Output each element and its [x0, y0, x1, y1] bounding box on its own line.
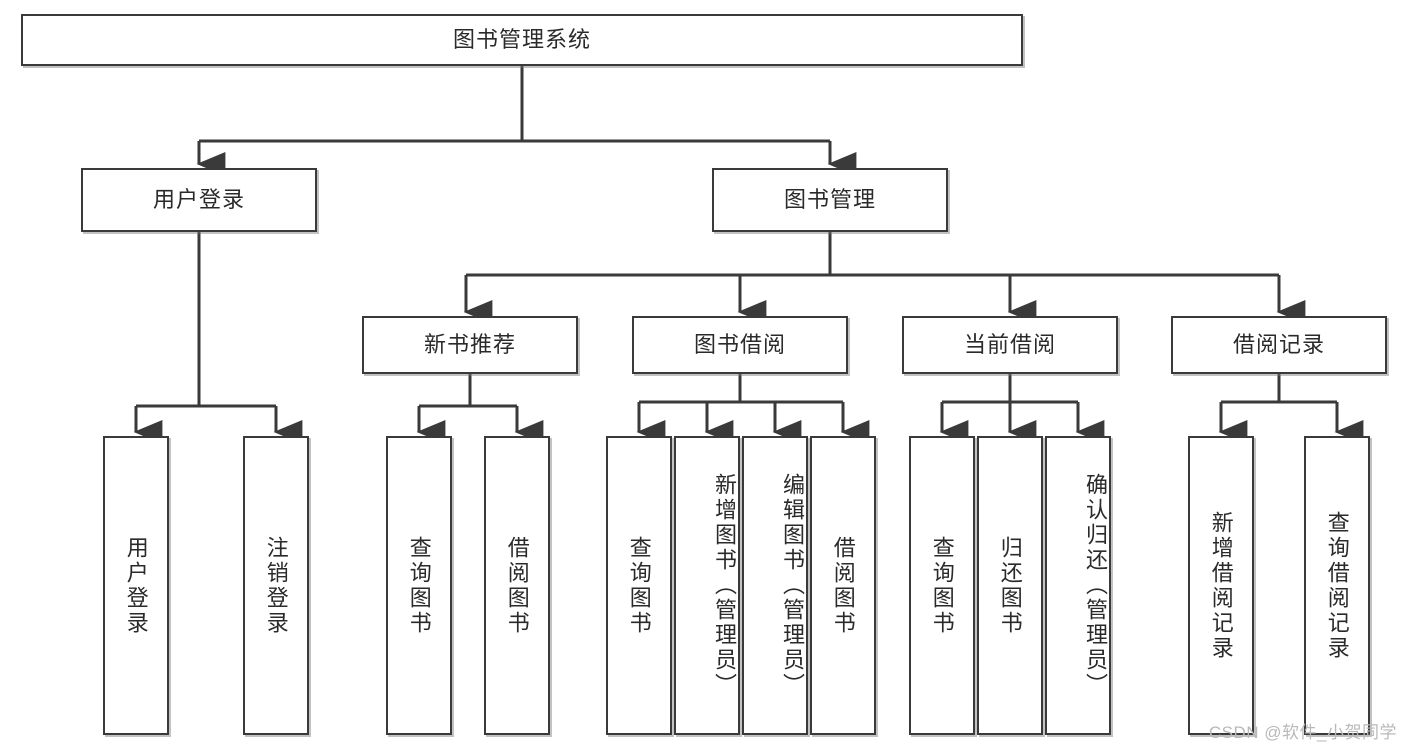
node-leaf-query-book-1[interactable]: 查询图书 [386, 436, 452, 735]
node-leaf-confirm-return-label: 确认归还（管理员） [1083, 473, 1108, 698]
node-leaf-query-book-3-label: 查询图书 [929, 535, 955, 636]
node-leaf-edit-book-label: 编辑图书（管理员） [780, 473, 805, 698]
node-root-label: 图书管理系统 [452, 26, 591, 52]
node-leaf-query-book-1-label: 查询图书 [406, 535, 432, 636]
node-leaf-query-book-3[interactable]: 查询图书 [909, 436, 975, 735]
node-leaf-query-record-label: 查询借阅记录 [1324, 510, 1350, 661]
node-root[interactable]: 图书管理系统 [21, 14, 1023, 66]
node-book-borrow[interactable]: 图书借阅 [632, 316, 848, 374]
node-current-borrow[interactable]: 当前借阅 [902, 316, 1118, 374]
node-new-book-recommend-label: 新书推荐 [423, 331, 516, 357]
node-leaf-query-book-2-label: 查询图书 [626, 535, 652, 636]
node-new-book-recommend[interactable]: 新书推荐 [362, 316, 578, 374]
node-leaf-borrow-book-1-label: 借阅图书 [504, 535, 530, 636]
node-leaf-return-book-label: 归还图书 [997, 535, 1023, 636]
node-leaf-user-login[interactable]: 用户登录 [103, 436, 169, 735]
node-user-login-label: 用户登录 [152, 186, 245, 212]
node-leaf-return-book[interactable]: 归还图书 [977, 436, 1043, 735]
node-current-borrow-label: 当前借阅 [963, 331, 1056, 357]
node-leaf-user-logout-label: 注销登录 [263, 535, 289, 636]
csdn-watermark: CSDN @软件_小贺同学 [1208, 723, 1397, 742]
node-borrow-record[interactable]: 借阅记录 [1171, 316, 1387, 374]
node-leaf-user-login-label: 用户登录 [123, 535, 149, 636]
node-leaf-add-book-label: 新增图书（管理员） [712, 473, 737, 698]
node-user-login[interactable]: 用户登录 [81, 168, 317, 232]
node-leaf-add-record[interactable]: 新增借阅记录 [1188, 436, 1254, 735]
node-leaf-borrow-book-1[interactable]: 借阅图书 [484, 436, 550, 735]
node-book-manage[interactable]: 图书管理 [712, 168, 948, 232]
node-leaf-query-book-2[interactable]: 查询图书 [606, 436, 672, 735]
node-leaf-edit-book[interactable]: 编辑图书（管理员） [742, 436, 808, 735]
node-leaf-add-record-label: 新增借阅记录 [1208, 510, 1234, 661]
node-leaf-confirm-return[interactable]: 确认归还（管理员） [1045, 436, 1111, 735]
node-leaf-borrow-book-2-label: 借阅图书 [830, 535, 856, 636]
node-leaf-borrow-book-2[interactable]: 借阅图书 [810, 436, 876, 735]
node-borrow-record-label: 借阅记录 [1232, 331, 1325, 357]
node-leaf-add-book[interactable]: 新增图书（管理员） [674, 436, 740, 735]
node-leaf-query-record[interactable]: 查询借阅记录 [1304, 436, 1370, 735]
node-leaf-user-logout[interactable]: 注销登录 [243, 436, 309, 735]
node-book-manage-label: 图书管理 [783, 186, 876, 212]
node-book-borrow-label: 图书借阅 [693, 331, 786, 357]
